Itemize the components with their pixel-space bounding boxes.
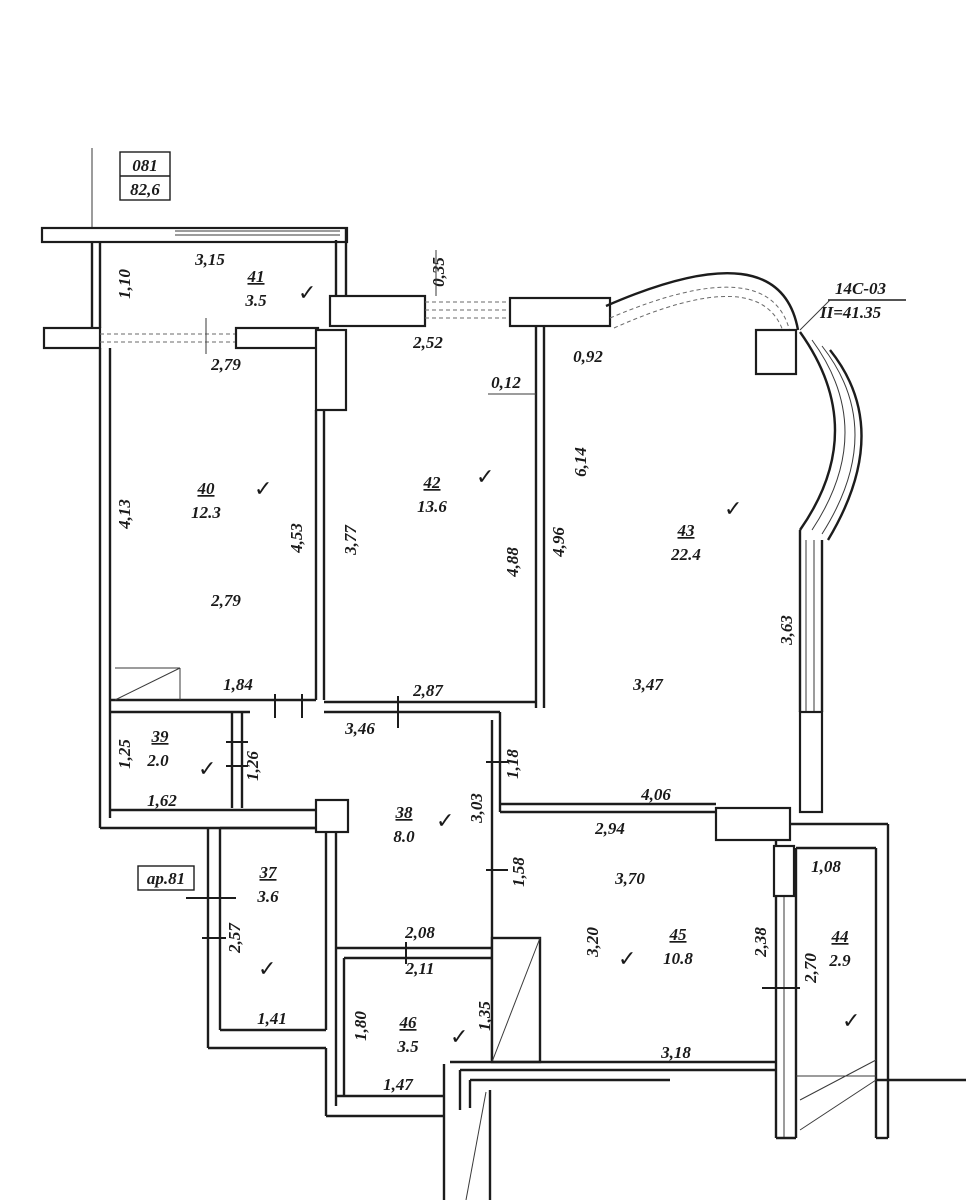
svg-text:39: 39 xyxy=(151,727,170,746)
dim-1-26: 1,26 xyxy=(243,751,262,781)
svg-text:3.5: 3.5 xyxy=(244,291,267,310)
dim-2-94: 2,94 xyxy=(594,819,625,838)
dim-3-47: 3,47 xyxy=(632,675,664,694)
svg-text:2.9: 2.9 xyxy=(828,951,851,970)
dim-1-35: 1,35 xyxy=(475,1001,494,1031)
dim-1-18: 1,18 xyxy=(503,749,522,779)
svg-text:✓: ✓ xyxy=(254,477,272,502)
dim-2-11: 2,11 xyxy=(405,959,435,978)
dim-2-38: 2,38 xyxy=(751,927,770,958)
svg-text:12.3: 12.3 xyxy=(191,503,221,522)
dim-3-46: 3,46 xyxy=(344,719,375,738)
svg-text:3.5: 3.5 xyxy=(396,1037,419,1056)
section-tag-group: 14C-03 II=41.35 xyxy=(799,279,906,331)
svg-text:45: 45 xyxy=(669,925,688,944)
dim-2-79-mid: 2,79 xyxy=(210,591,241,610)
dim-1-47: 1,47 xyxy=(383,1075,414,1094)
dim-4-06: 4,06 xyxy=(640,785,671,804)
dim-1-25: 1,25 xyxy=(115,739,134,769)
svg-text:8.0: 8.0 xyxy=(393,827,415,846)
dim-1-41: 1,41 xyxy=(257,1009,287,1028)
svg-text:22.4: 22.4 xyxy=(670,545,701,564)
dim-1-62: 1,62 xyxy=(147,791,177,810)
dim-0-92: 0,92 xyxy=(573,347,603,366)
room-46: 46 3.5 ✓ xyxy=(396,1013,468,1056)
svg-text:✓: ✓ xyxy=(258,957,276,982)
column-38 xyxy=(314,798,350,834)
dim-1-80: 1,80 xyxy=(351,1011,370,1041)
dim-4-88: 4,88 xyxy=(503,547,522,578)
wall-block-42-top xyxy=(328,294,427,328)
svg-text:40: 40 xyxy=(197,479,216,498)
dim-2-87: 2,87 xyxy=(412,681,444,700)
dim-2-70: 2,70 xyxy=(801,953,820,984)
svg-text:✓: ✓ xyxy=(436,809,454,834)
walls xyxy=(40,148,966,1200)
svg-text:✓: ✓ xyxy=(842,1009,860,1034)
dim-3-03: 3,03 xyxy=(467,793,486,824)
section-tag-bottom: II=41.35 xyxy=(819,303,882,322)
dim-4-13: 4,13 xyxy=(115,499,134,530)
apartment-tag-group: ap.81 xyxy=(137,865,195,891)
wall-block-45 xyxy=(714,806,792,842)
room-41: 41 3.5 ✓ xyxy=(244,267,316,310)
dim-3-63: 3,63 xyxy=(777,615,796,646)
column-40-42 xyxy=(314,328,348,412)
dim-4-53: 4,53 xyxy=(287,523,306,554)
plan-tag-bottom: 82,6 xyxy=(130,180,160,199)
svg-text:42: 42 xyxy=(423,473,442,492)
room-43: 43 22.4 ✓ xyxy=(670,497,742,564)
svg-text:✓: ✓ xyxy=(618,947,636,972)
room-45: 45 10.8 ✓ xyxy=(618,925,693,972)
svg-text:✓: ✓ xyxy=(476,465,494,490)
dim-2-79-top: 2,79 xyxy=(210,355,241,374)
dim-2-08: 2,08 xyxy=(404,923,435,942)
svg-text:✓: ✓ xyxy=(450,1025,468,1050)
dim-1-84: 1,84 xyxy=(223,675,253,694)
svg-text:✓: ✓ xyxy=(724,497,742,522)
svg-text:44: 44 xyxy=(831,927,849,946)
dim-2-52: 2,52 xyxy=(412,333,443,352)
section-tag-top: 14C-03 xyxy=(835,279,887,298)
svg-text:✓: ✓ xyxy=(298,281,316,306)
dim-1-10: 1,10 xyxy=(115,269,134,299)
svg-text:46: 46 xyxy=(399,1013,418,1032)
svg-text:2.0: 2.0 xyxy=(146,751,169,770)
svg-text:3.6: 3.6 xyxy=(256,887,279,906)
svg-text:37: 37 xyxy=(259,863,279,882)
wall-stub-left xyxy=(42,326,102,350)
svg-text:10.8: 10.8 xyxy=(663,949,693,968)
dim-3-18: 3,18 xyxy=(660,1043,691,1062)
dim-0-12: 0,12 xyxy=(491,373,521,392)
room-42: 42 13.6 ✓ xyxy=(417,465,494,516)
svg-text:✓: ✓ xyxy=(198,757,216,782)
dim-4-96: 4,96 xyxy=(549,527,568,558)
room-38: 38 8.0 ✓ xyxy=(393,803,454,846)
room-labels: 41 3.5 ✓ 40 12.3 ✓ 42 13.6 ✓ 43 22.4 ✓ 3… xyxy=(146,267,860,1056)
dim-1-08: 1,08 xyxy=(811,857,841,876)
dim-3-70: 3,70 xyxy=(614,869,645,888)
dim-3-15: 3,15 xyxy=(194,250,225,269)
dim-2-57: 2,57 xyxy=(225,922,244,954)
plan-tag: 081 82,6 xyxy=(119,151,171,201)
room-40: 40 12.3 ✓ xyxy=(191,477,272,522)
svg-text:38: 38 xyxy=(395,803,414,822)
column-bay xyxy=(754,328,798,376)
svg-text:41: 41 xyxy=(247,267,265,286)
dim-6-14: 6,14 xyxy=(571,447,590,477)
svg-text:13.6: 13.6 xyxy=(417,497,447,516)
room-39: 39 2.0 ✓ xyxy=(146,727,216,782)
dim-1-58: 1,58 xyxy=(509,857,528,887)
dim-0-35: 0,35 xyxy=(429,257,448,287)
dimensions: 3,15 1,10 2,79 0,35 2,52 0,92 0,12 4,13 … xyxy=(115,250,841,1094)
room-44: 44 2.9 ✓ xyxy=(828,927,860,1034)
dim-3-20: 3,20 xyxy=(583,927,602,958)
dim-3-77: 3,77 xyxy=(341,524,360,556)
apartment-tag: ap.81 xyxy=(147,869,185,888)
plan-tag-top: 081 xyxy=(132,156,158,175)
room-37: 37 3.6 ✓ xyxy=(256,863,279,982)
svg-text:43: 43 xyxy=(677,521,696,540)
